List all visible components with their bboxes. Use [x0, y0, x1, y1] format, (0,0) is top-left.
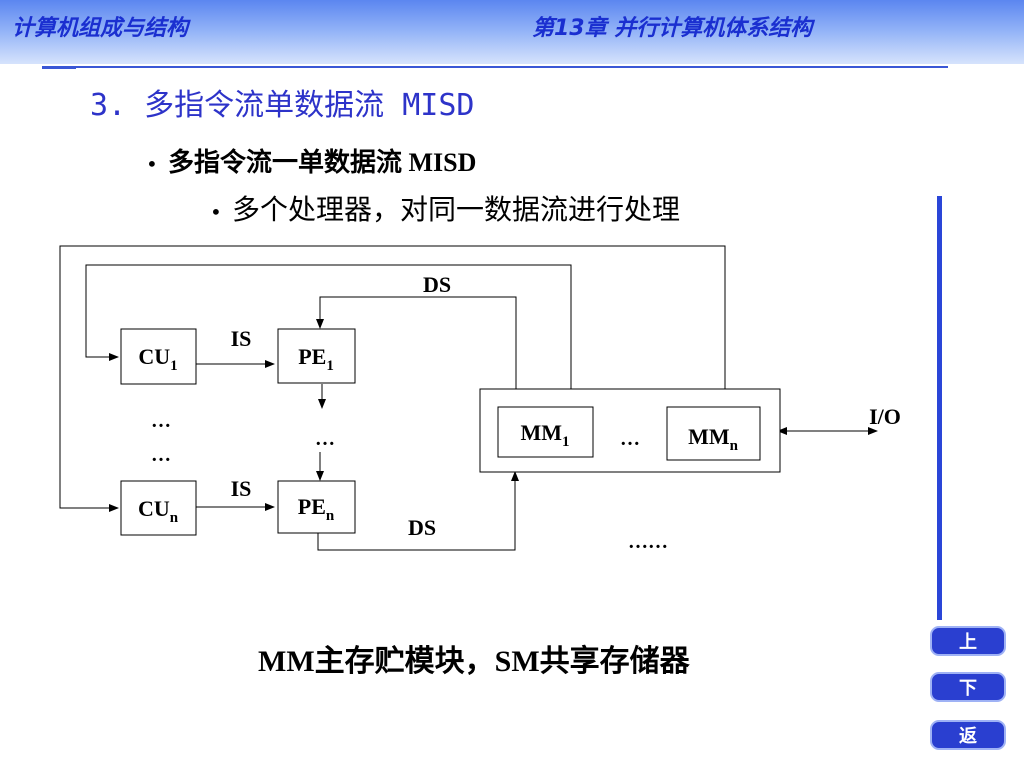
header-accent-line — [42, 66, 76, 69]
ds-bottom-line — [317, 471, 519, 551]
mm1-label: MM1 — [520, 420, 569, 450]
is-bottom-label: IS — [231, 476, 252, 501]
pen-label: PEn — [298, 494, 335, 524]
bullet2-text: 多个处理器，对同一数据流进行处理 — [232, 195, 681, 226]
ds-bottom-label: DS — [408, 515, 436, 540]
inner-loop-to-cu1 — [85, 264, 572, 389]
side-accent-bar — [937, 196, 942, 620]
cun-box — [120, 480, 197, 536]
mm1-box — [497, 406, 594, 458]
mmn-label: MMn — [688, 424, 739, 454]
ds-top-line — [316, 296, 517, 389]
mmn-box — [666, 406, 761, 461]
cun-label: CUn — [138, 496, 179, 526]
connection-lines — [59, 245, 878, 551]
prev-page-button[interactable]: 上页 — [930, 626, 1006, 683]
bullet-level1: • 多指令流一单数据流 MISD — [146, 142, 476, 179]
pen-box — [277, 480, 356, 534]
pe1-box — [277, 328, 356, 384]
io-label: I/O — [869, 404, 901, 429]
caption: MM主存贮模块，SM共享存储器 — [258, 645, 690, 678]
chapter-title: 第13章 并行计算机体系结构 — [532, 16, 813, 41]
bullet-level2: • 多个处理器，对同一数据流进行处理 — [210, 188, 680, 228]
bullet-dot: • — [210, 199, 222, 224]
cu1-box — [120, 328, 197, 385]
pe-ellipsis: … — [315, 428, 335, 450]
cu1-label: CU1 — [138, 344, 177, 374]
bullet-dot: • — [146, 152, 158, 176]
slide-title: 3. 多指令流单数据流 MISD — [90, 88, 475, 123]
course-title: 计算机组成与结构 — [12, 16, 189, 41]
is-top-label: IS — [231, 326, 252, 351]
ds-top-label: DS — [423, 272, 451, 297]
next-page-button[interactable]: 下页 — [930, 672, 1006, 729]
bottom-ellipsis: …… — [628, 531, 668, 553]
back-button[interactable]: 返回 — [930, 720, 1006, 777]
header-bar: 计算机组成与结构 第13章 并行计算机体系结构 — [0, 0, 1024, 64]
cu-ellipsis-2: … — [151, 444, 171, 466]
outer-loop-to-cun — [59, 245, 726, 512]
cu-ellipsis-1: … — [151, 410, 171, 432]
mm-ellipsis: … — [620, 428, 640, 450]
bullet1-text: 多指令流一单数据流 MISD — [168, 148, 477, 177]
pe1-label: PE1 — [298, 344, 334, 374]
header-divider — [60, 66, 948, 68]
